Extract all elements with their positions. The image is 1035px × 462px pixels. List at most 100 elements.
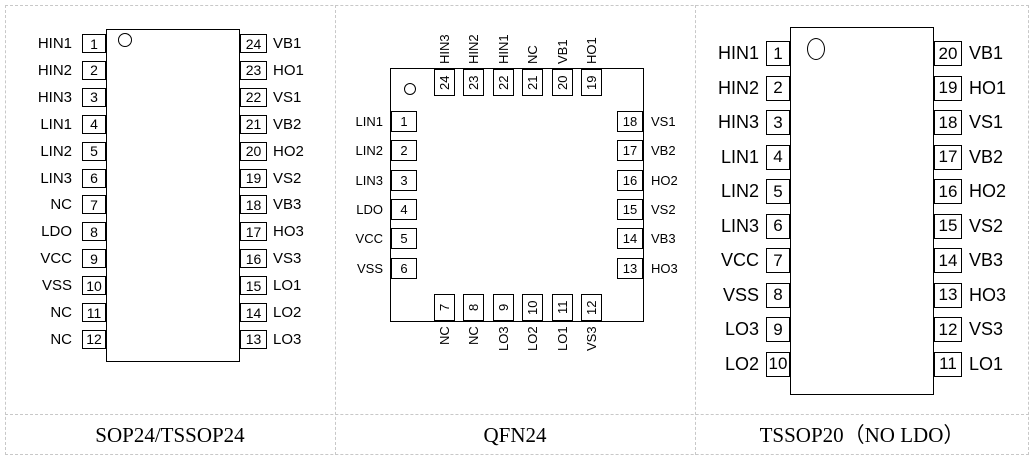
- pin-label: LIN3: [355, 172, 383, 188]
- pin-number: 15: [240, 276, 267, 296]
- pin-label: VSS: [722, 284, 759, 305]
- pin-label: HO3: [651, 260, 678, 276]
- pin-number: 14: [617, 228, 643, 250]
- pin-number: 7: [766, 248, 790, 273]
- pin-number: 16: [240, 249, 267, 269]
- pin-number: 10: [522, 294, 544, 321]
- pin-number: 16: [617, 169, 643, 191]
- pin-label: NC: [525, 45, 541, 64]
- pin-number: 24: [240, 34, 267, 53]
- pin-number: 13: [934, 282, 962, 308]
- pin-label: NC: [50, 330, 72, 348]
- pin-number: 19: [934, 75, 962, 101]
- pin-label: VCC: [720, 250, 759, 270]
- pin-number: 22: [492, 69, 514, 96]
- pin-label: NC: [466, 326, 482, 345]
- pin-label: HIN1: [495, 34, 511, 64]
- pin-number: 13: [240, 329, 267, 349]
- pin-number: 18: [240, 195, 267, 215]
- pin-number: 2: [766, 75, 790, 101]
- pin-label: LO2: [525, 326, 541, 351]
- pin-label: LIN2: [40, 142, 72, 160]
- pin-label: LIN1: [720, 146, 759, 167]
- pin-number: 10: [82, 276, 106, 296]
- pin-number: 11: [551, 294, 573, 321]
- pin-label: HO1: [273, 61, 304, 79]
- pin-label: VB1: [969, 43, 1004, 63]
- pin-number: 8: [82, 222, 106, 242]
- pin-number: 18: [934, 110, 962, 135]
- pin-number: 20: [551, 69, 573, 96]
- pin-label: VB3: [969, 250, 1004, 270]
- pin-number: 4: [82, 114, 106, 134]
- pin-number: 10: [766, 351, 790, 377]
- pin-number: 11: [934, 351, 962, 377]
- tssop20-caption: TSSOP20（NO LDO）: [759, 423, 965, 447]
- pin-number: 3: [391, 169, 417, 191]
- pin-label: VB1: [273, 35, 302, 52]
- pin-label: LDO: [41, 223, 72, 241]
- pin-label: NC: [50, 196, 72, 214]
- pin-label: VB2: [651, 143, 676, 159]
- pin-number: 2: [82, 60, 106, 80]
- pin-number: 18: [617, 111, 643, 132]
- pin-label: HO3: [969, 284, 1007, 305]
- pin-number: 12: [581, 294, 602, 321]
- pin-number: 6: [82, 168, 106, 188]
- pin1-marker-icon: [118, 33, 132, 47]
- pin-label: LO1: [273, 277, 302, 295]
- pin-label: HIN2: [717, 77, 759, 98]
- panel-divider-1: [335, 5, 336, 455]
- caption-divider: [5, 414, 1029, 415]
- pin-number: 23: [240, 60, 267, 80]
- pin-number: 15: [617, 198, 643, 220]
- pin-number: 1: [391, 111, 417, 132]
- pin-number: 11: [82, 303, 106, 322]
- pin-label: HO1: [584, 37, 599, 64]
- pin-label: VB3: [273, 196, 302, 214]
- pin-number: 12: [82, 329, 106, 349]
- pin-label: HIN2: [466, 34, 482, 64]
- pin-number: 12: [934, 317, 962, 342]
- pin-label: LO3: [724, 319, 759, 339]
- pin-label: LDO: [356, 201, 383, 217]
- pin-number: 5: [766, 179, 790, 204]
- pin-label: LO3: [273, 330, 302, 348]
- pin-label: VS2: [651, 201, 676, 217]
- pin-number: 5: [391, 228, 417, 250]
- pin-label: HO2: [651, 172, 678, 188]
- pin-label: VCC: [355, 231, 383, 247]
- pin-label: VS3: [584, 326, 599, 351]
- qfn24-body: [390, 68, 644, 322]
- pin-number: 8: [766, 282, 790, 308]
- pin-number: 13: [617, 257, 643, 279]
- pin-label: LIN1: [40, 115, 72, 133]
- pin-label: VB1: [554, 39, 570, 64]
- diagram-frame: [5, 5, 1029, 455]
- pin-number: 3: [766, 110, 790, 135]
- pin-number: 17: [934, 144, 962, 170]
- pin-label: VSS: [41, 277, 72, 295]
- pin-number: 2: [391, 140, 417, 162]
- pin-number: 5: [82, 141, 106, 161]
- pin-number: 14: [240, 303, 267, 322]
- pin-number: 14: [934, 248, 962, 273]
- pin-label: HIN2: [37, 61, 72, 79]
- pin-number: 9: [766, 317, 790, 342]
- pin-number: 4: [391, 198, 417, 220]
- pin-number: 7: [82, 195, 106, 215]
- pin-number: 17: [240, 222, 267, 242]
- pin-number: 19: [240, 168, 267, 188]
- pin-number: 9: [82, 249, 106, 269]
- pin-label: LIN1: [355, 114, 383, 129]
- pin-number: 17: [617, 140, 643, 162]
- pin-label: HIN3: [437, 34, 452, 64]
- pin-label: LIN3: [720, 215, 759, 236]
- pin-label: HIN3: [717, 112, 759, 132]
- pin-number: 1: [82, 34, 106, 53]
- pin-label: LIN2: [355, 143, 383, 159]
- pin-number: 4: [766, 144, 790, 170]
- pin-label: HO2: [969, 181, 1007, 201]
- pin1-marker-icon: [404, 83, 416, 95]
- pin-label: HIN1: [37, 35, 72, 52]
